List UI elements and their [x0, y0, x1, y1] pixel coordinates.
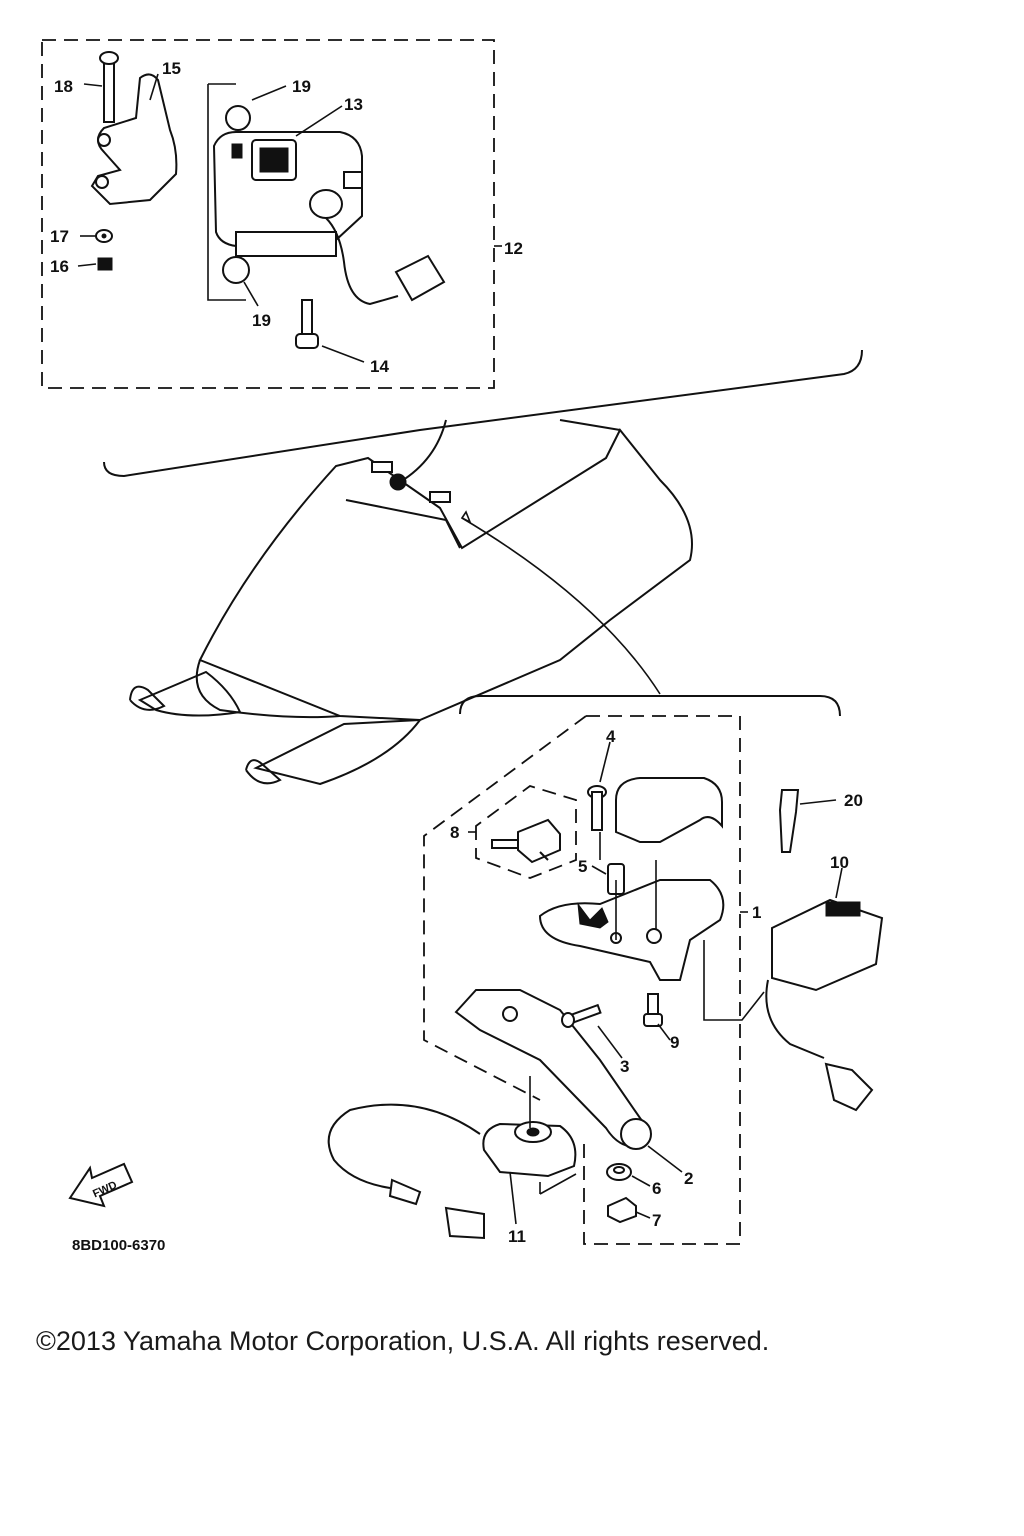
switch-8 [491, 818, 561, 864]
callout-1: 1 [752, 903, 761, 922]
callout-19-top: 19 [292, 77, 311, 96]
nut-16 [97, 257, 113, 271]
callout-8: 8 [450, 823, 459, 842]
part-code: 8BD100-6370 [72, 1237, 165, 1254]
callout-2: 2 [684, 1169, 693, 1188]
washer-17 [95, 229, 113, 243]
leader-lines-top [77, 73, 365, 363]
nut-7 [607, 1196, 637, 1224]
callout-19-bottom: 19 [252, 311, 271, 330]
screw-3 [561, 1003, 602, 1028]
bracket-15 [90, 73, 178, 206]
brace-top [103, 349, 863, 483]
brace-bottom [459, 695, 841, 717]
inset-group-12 [41, 39, 502, 389]
subassembly-group-8 [468, 785, 577, 879]
callout-7: 7 [652, 1211, 661, 1230]
throttle-sensor-11 [327, 1103, 577, 1240]
callout-15: 15 [162, 59, 181, 78]
callout-10: 10 [830, 853, 849, 872]
callout-6: 6 [652, 1179, 661, 1198]
screw-14 [295, 299, 319, 349]
callout-18: 18 [54, 77, 73, 96]
lever-2 [454, 989, 652, 1150]
screw-4 [587, 785, 607, 831]
callout-14: 14 [370, 357, 389, 376]
snowmobile-outline [129, 419, 693, 786]
callout-11: 11 [508, 1227, 526, 1246]
callout-3: 3 [620, 1057, 629, 1076]
cable-tie-20 [778, 789, 800, 853]
callout-20: 20 [844, 791, 863, 810]
callout-16: 16 [50, 257, 69, 276]
callout-13: 13 [344, 95, 363, 114]
callout-12: 12 [504, 239, 523, 258]
bolt-18 [99, 51, 119, 123]
washer-6 [606, 1163, 632, 1181]
ignition-coil-13 [212, 105, 446, 306]
callout-4: 4 [606, 727, 616, 746]
assembly-group-1 [423, 715, 748, 1245]
screw-9 [643, 993, 663, 1027]
leader-lines-bottom [509, 741, 843, 1225]
callout-labels: 18 15 19 13 12 17 16 19 14 4 20 8 10 5 1… [50, 59, 863, 1246]
callout-9: 9 [670, 1033, 679, 1052]
forward-arrow-icon: FWD [68, 1162, 134, 1208]
copyright-notice: ©2013 Yamaha Motor Corporation, U.S.A. A… [36, 1326, 770, 1356]
cover-cap [615, 777, 723, 843]
callout-17: 17 [50, 227, 69, 246]
lever-holder-1 [538, 879, 725, 981]
callout-5: 5 [578, 857, 587, 876]
relay-10 [765, 898, 884, 1112]
